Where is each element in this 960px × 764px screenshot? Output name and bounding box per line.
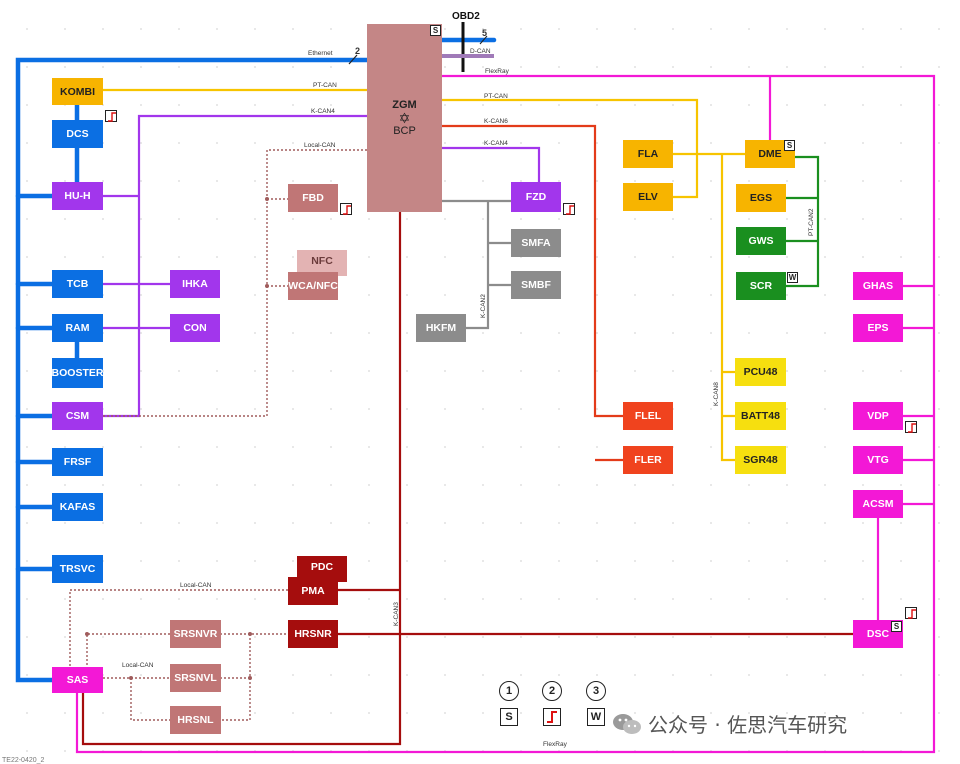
s-marker-dme: S xyxy=(784,140,795,151)
node-ghas[interactable]: GHAS xyxy=(853,272,903,300)
node-trsvc[interactable]: TRSVC xyxy=(52,555,103,583)
node-tcb[interactable]: TCB xyxy=(52,270,103,298)
kcan3-label: K-CAN3 xyxy=(393,602,400,626)
node-sgr48[interactable]: SGR48 xyxy=(735,446,786,474)
node-hkfm[interactable]: HKFM xyxy=(416,314,466,342)
legend-num-3: 3 xyxy=(586,681,606,701)
ethernet-count: 2 xyxy=(355,46,361,56)
node-smfa[interactable]: SMFA xyxy=(511,229,561,257)
w-marker-scr: W xyxy=(787,272,798,283)
step-marker-fzd xyxy=(563,203,575,215)
node-hu-h[interactable]: HU-H xyxy=(52,182,103,210)
node-frsf[interactable]: FRSF xyxy=(52,448,103,476)
zgm-label: ZGM xyxy=(392,99,417,111)
ethernet-label: Ethernet xyxy=(308,50,333,57)
kcan2-bus xyxy=(442,199,511,330)
node-fler[interactable]: FLER xyxy=(623,446,673,474)
ptcan2-label: PT-CAN2 xyxy=(808,208,815,236)
node-sas[interactable]: SAS xyxy=(52,667,103,693)
node-nfc[interactable]: NFC xyxy=(297,250,347,276)
local-can-bus xyxy=(69,149,367,721)
obd2-count: 5 xyxy=(482,28,488,38)
ptcan-kombi-label: PT-CAN xyxy=(313,82,337,89)
node-smbf[interactable]: SMBF xyxy=(511,271,561,299)
node-hrsnl[interactable]: HRSNL xyxy=(170,706,221,734)
node-gws[interactable]: GWS xyxy=(736,227,786,255)
localcan-pma-label: Local-CAN xyxy=(180,582,212,589)
kcan3-bus xyxy=(81,212,853,746)
legend-s-icon: S xyxy=(500,708,518,726)
kcan4-left-label: K-CAN4 xyxy=(311,108,335,115)
step-marker-dcs xyxy=(105,110,117,122)
legend-num-2: 2 xyxy=(542,681,562,701)
kcan6-label: K-CAN6 xyxy=(484,118,508,125)
ethernet-slash xyxy=(348,54,358,65)
node-eps[interactable]: EPS xyxy=(853,314,903,342)
watermark: 公众号 · 佐思汽车研究 xyxy=(612,709,847,738)
obd2-slash xyxy=(479,35,488,45)
node-kafas[interactable]: KAFAS xyxy=(52,493,103,521)
footer-code: TE22-0420_2 xyxy=(2,757,45,764)
node-srsnvl[interactable]: SRSNVL xyxy=(170,664,221,692)
node-fzd[interactable]: FZD xyxy=(511,182,561,212)
s-marker-zgm: S xyxy=(430,25,441,36)
zgm-bcp-gateway[interactable]: ZGM ✡ BCP xyxy=(367,24,442,212)
node-con[interactable]: CON xyxy=(170,314,220,342)
node-dsc[interactable]: DSC xyxy=(853,620,903,648)
step-marker-vdp xyxy=(905,421,917,433)
node-flel[interactable]: FLEL xyxy=(623,402,673,430)
dcan-label: D-CAN xyxy=(470,48,491,55)
local-can-dots xyxy=(85,197,269,680)
node-hrsnr[interactable]: HRSNR xyxy=(288,620,338,648)
localcan-srs-label: Local-CAN xyxy=(122,662,154,669)
node-vtg[interactable]: VTG xyxy=(853,446,903,474)
node-ram[interactable]: RAM xyxy=(52,314,103,342)
flexray-bottom-label: FlexRay xyxy=(543,741,567,748)
wechat-icon xyxy=(612,712,642,736)
bcp-label: BCP xyxy=(393,125,416,137)
kcan4-right-label: K-CAN4 xyxy=(484,140,508,147)
kcan2-label: K-CAN2 xyxy=(480,294,487,318)
node-pma[interactable]: PMA xyxy=(288,577,338,605)
node-booster[interactable]: BOOSTER xyxy=(52,358,103,388)
legend-w-icon: W xyxy=(587,708,605,726)
node-pcu48[interactable]: PCU48 xyxy=(735,358,786,386)
node-fla[interactable]: FLA xyxy=(623,140,673,168)
kcan8-label: K-CAN8 xyxy=(713,382,720,406)
node-elv[interactable]: ELV xyxy=(623,183,673,211)
obd2-label: OBD2 xyxy=(452,11,480,22)
star-icon: ✡ xyxy=(398,110,411,126)
ptcan-bus xyxy=(103,88,745,462)
localcan-top-label: Local-CAN xyxy=(304,142,336,149)
legend-step-icon xyxy=(543,708,561,726)
flexray-bus xyxy=(75,74,936,754)
node-ihka[interactable]: IHKA xyxy=(170,270,220,298)
flexray-top-label: FlexRay xyxy=(485,68,509,75)
node-scr[interactable]: SCR xyxy=(736,272,786,300)
node-vdp[interactable]: VDP xyxy=(853,402,903,430)
legend-num-1: 1 xyxy=(499,681,519,701)
watermark-text: 公众号 · 佐思汽车研究 xyxy=(648,713,848,737)
step-marker-dsc xyxy=(905,607,917,619)
node-fbd[interactable]: FBD xyxy=(288,184,338,212)
step-marker-fbd xyxy=(340,203,352,215)
s-marker-dsc: S xyxy=(891,621,902,632)
node-batt48[interactable]: BATT48 xyxy=(735,402,786,430)
node-csm[interactable]: CSM xyxy=(52,402,103,430)
node-acsm[interactable]: ACSM xyxy=(853,490,903,518)
ptcan-right-label: PT-CAN xyxy=(484,93,508,100)
kcan6-bus xyxy=(442,124,623,462)
node-dcs[interactable]: DCS xyxy=(52,120,103,148)
ptcan2-bus xyxy=(786,155,820,288)
node-wca-nfc[interactable]: WCA/NFC xyxy=(288,272,338,300)
node-srsnvr[interactable]: SRSNVR xyxy=(170,620,221,648)
ethernet-bus xyxy=(15,37,497,683)
node-egs[interactable]: EGS xyxy=(736,184,786,212)
node-kombi[interactable]: KOMBI xyxy=(52,78,103,105)
